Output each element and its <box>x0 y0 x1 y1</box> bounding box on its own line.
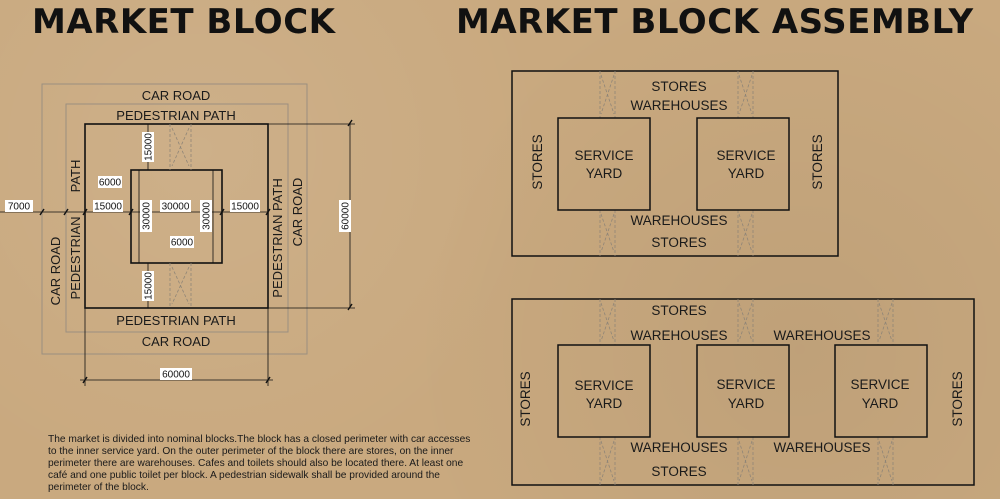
dim-depth-top: 15000 <box>142 132 155 162</box>
service-yard-1-label-line2: YARD <box>586 396 623 411</box>
service-yard-1-label-line2: YARD <box>586 166 623 181</box>
warehouses-label-bottom-1: WAREHOUSES <box>630 440 727 455</box>
market-block-title: MARKET BLOCK <box>32 2 336 42</box>
car-access-passages <box>599 71 754 256</box>
car-road-label-bottom: CAR ROAD <box>142 334 211 349</box>
service-yard-2-label-line2: YARD <box>728 166 765 181</box>
car-access-passages <box>169 124 192 308</box>
service-yard-1 <box>557 344 651 438</box>
dim-outer-road: 7000 <box>5 200 33 213</box>
stores-label-right: STORES <box>810 134 825 189</box>
pedestrian-path-boundary <box>65 103 289 333</box>
service-yard-3 <box>834 344 928 438</box>
service-yard-2-label-line1: SERVICE <box>716 148 775 163</box>
svg-text:60000: 60000 <box>162 370 190 381</box>
car-road-label-right: CAR ROAD <box>290 178 305 247</box>
dim-passage-bottom: 6000 <box>170 236 194 249</box>
warehouses-label-top: WAREHOUSES <box>630 98 727 113</box>
stores-label-top: STORES <box>651 79 706 94</box>
service-yard-outline <box>130 169 223 264</box>
svg-text:15000: 15000 <box>231 202 259 213</box>
car-road-label-left: CAR ROAD <box>48 237 63 306</box>
pedestrian-path-label-top: PEDESTRIAN PATH <box>116 108 235 123</box>
dim-yard-height-left: 30000 <box>140 200 153 232</box>
dim-block-width: 60000 <box>160 368 192 381</box>
dim-yard-height-right: 30000 <box>200 200 213 232</box>
stores-label-left: STORES <box>518 371 533 426</box>
svg-text:15000: 15000 <box>144 133 155 161</box>
warehouses-label-bottom: WAREHOUSES <box>630 213 727 228</box>
warehouses-label-bottom-2: WAREHOUSES <box>773 440 870 455</box>
service-yard-2-label-line2: YARD <box>728 396 765 411</box>
pedestrian-label-left: PEDESTRIAN <box>68 216 83 299</box>
service-yard-2-label-line1: SERVICE <box>716 377 775 392</box>
service-yard-3-label-line2: YARD <box>862 396 899 411</box>
svg-text:15000: 15000 <box>94 202 122 213</box>
market-block-plan: CAR ROAD CAR ROAD CAR ROAD CAR ROAD PEDE… <box>0 83 355 386</box>
car-access-passages <box>599 299 894 485</box>
svg-text:6000: 6000 <box>99 178 122 189</box>
service-yard-2 <box>696 117 790 211</box>
dimension-ticks <box>39 119 353 384</box>
dim-yard-width: 30000 <box>160 200 191 213</box>
service-yard-1 <box>557 117 651 211</box>
pedestrian-path-label-right: PEDESTRIAN PATH <box>270 178 285 297</box>
warehouses-label-top-2: WAREHOUSES <box>773 328 870 343</box>
pedestrian-path-label-bottom: PEDESTRIAN PATH <box>116 313 235 328</box>
path-label-left: PATH <box>68 160 83 193</box>
car-road-outer-boundary <box>41 83 308 355</box>
dim-depth-right: 15000 <box>230 200 260 213</box>
svg-text:30000: 30000 <box>202 202 213 230</box>
svg-text:60000: 60000 <box>341 202 352 230</box>
dim-passage-top: 6000 <box>98 176 122 189</box>
block-outline <box>84 123 269 309</box>
market-block-description: The market is divided into nominal block… <box>48 434 471 493</box>
stores-label-right: STORES <box>950 371 965 426</box>
assembly-three-blocks: SERVICE YARD SERVICE YARD SERVICE YARD S… <box>511 298 975 486</box>
stores-label-bottom: STORES <box>651 464 706 479</box>
svg-text:30000: 30000 <box>142 202 153 230</box>
market-block-assembly-title: MARKET BLOCK ASSEMBLY <box>456 2 974 42</box>
service-yard-2 <box>696 344 790 438</box>
svg-text:30000: 30000 <box>162 202 190 213</box>
stores-label-left: STORES <box>530 134 545 189</box>
warehouses-label-top-1: WAREHOUSES <box>630 328 727 343</box>
service-yard-1-label-line1: SERVICE <box>574 378 633 393</box>
stores-label-bottom: STORES <box>651 235 706 250</box>
assembly-two-blocks: SERVICE YARD SERVICE YARD STORES WAREHOU… <box>511 70 839 257</box>
svg-text:15000: 15000 <box>144 272 155 300</box>
dim-depth-left: 15000 <box>93 200 123 213</box>
dim-block-height: 60000 <box>339 200 352 232</box>
assembly-outline <box>511 298 975 486</box>
car-road-label-top: CAR ROAD <box>142 88 211 103</box>
service-yard-1-label-line1: SERVICE <box>574 148 633 163</box>
stores-label-top: STORES <box>651 303 706 318</box>
service-yard-3-label-line1: SERVICE <box>850 377 909 392</box>
dim-depth-bottom: 15000 <box>142 271 155 301</box>
svg-text:7000: 7000 <box>8 202 31 213</box>
assembly-outline <box>511 70 839 257</box>
svg-text:6000: 6000 <box>171 238 194 249</box>
